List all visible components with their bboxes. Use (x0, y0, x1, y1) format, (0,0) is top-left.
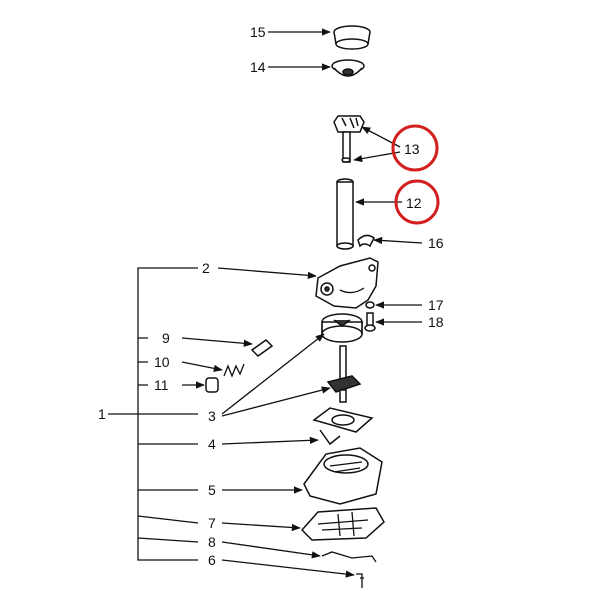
label-16: 16 (428, 235, 444, 251)
part-5-screen-housing (303, 447, 383, 505)
label-13: 13 (404, 141, 420, 157)
part-3-outer-rotor (321, 313, 363, 343)
part-8-retainer (321, 551, 377, 563)
leader-lines (108, 28, 423, 578)
highlight-circle-12 (394, 179, 440, 225)
label-18: 18 (428, 314, 444, 330)
highlight-circle-13 (391, 124, 439, 172)
part-17-washer (365, 301, 375, 309)
label-15: 15 (250, 24, 266, 40)
label-9: 9 (162, 330, 170, 346)
label-8: 8 (208, 534, 216, 550)
part-10-spring (223, 363, 245, 378)
part-15-cap (333, 25, 371, 50)
part-9-plunger (250, 339, 274, 357)
label-4: 4 (208, 436, 216, 452)
label-7: 7 (208, 515, 216, 531)
part-6-cotter-pin (356, 573, 364, 588)
label-2: 2 (202, 260, 210, 276)
part-4-plate (312, 407, 374, 446)
label-17: 17 (428, 297, 444, 313)
part-2-pump-body (315, 257, 379, 309)
part-12-shaft-tube (336, 178, 354, 250)
part-14-seal (331, 59, 365, 77)
label-11: 11 (154, 377, 169, 393)
part-7-screen (300, 507, 385, 541)
label-12: 12 (406, 195, 422, 211)
part-3-inner-rotor-shaft (326, 345, 362, 403)
label-6: 6 (208, 552, 216, 568)
part-18-screw (364, 312, 376, 332)
label-1: 1 (98, 406, 106, 422)
label-10: 10 (154, 354, 170, 370)
part-13-gear-shaft (333, 115, 365, 163)
part-16-clip (357, 234, 375, 248)
label-3: 3 (208, 408, 216, 424)
label-5: 5 (208, 482, 216, 498)
part-11-plug (205, 377, 219, 393)
label-14: 14 (250, 59, 266, 75)
